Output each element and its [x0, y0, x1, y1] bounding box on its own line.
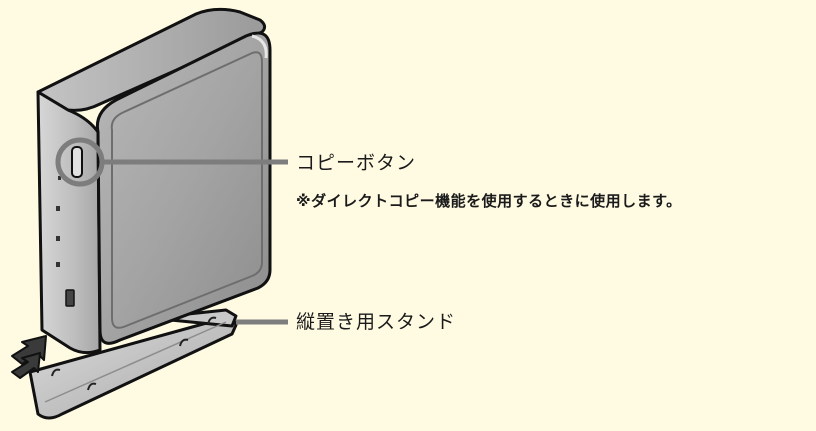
- status-leds: [56, 176, 61, 267]
- device-side: [36, 90, 102, 355]
- copy-button-part: [71, 146, 83, 178]
- stand: [28, 308, 238, 420]
- usb-port: [65, 289, 75, 307]
- device-top: [36, 7, 267, 112]
- device-face: [95, 31, 272, 345]
- insert-arrow-icon: [11, 335, 47, 379]
- copy-button-note: ※ダイレクトコピー機能を使用するときに使用します。: [296, 192, 682, 210]
- copy-button-label: コピーボタン: [296, 152, 417, 174]
- stand-label: 縦置き用スタンド: [296, 311, 457, 333]
